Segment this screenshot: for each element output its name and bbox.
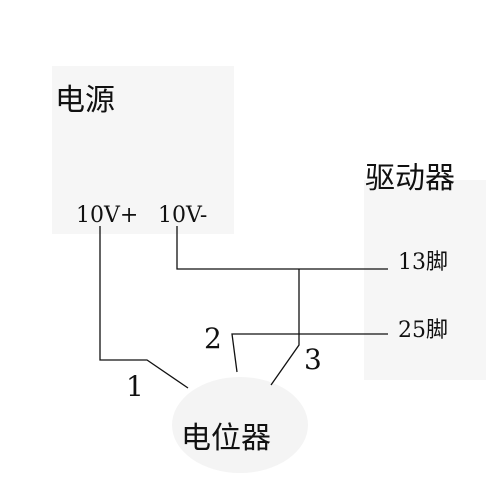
pot-pin-1-label: 1 — [126, 370, 144, 403]
driver-pin-13: 13脚 — [398, 250, 448, 275]
wire-10v-minus-to-pot-pin3 — [270, 269, 300, 386]
potentiometer-body — [172, 377, 308, 473]
wires — [99, 226, 388, 389]
power-pos-terminal: 10V+ — [76, 203, 138, 228]
power-supply-title: 电源 — [55, 83, 115, 118]
potentiometer-title: 电位器 — [181, 421, 271, 456]
wire-10v-plus-to-pot-pin1 — [99, 226, 189, 389]
driver-pin-25: 25脚 — [398, 318, 448, 343]
power-neg-terminal: 10V- — [158, 203, 207, 228]
wire-pot-pin2-to-pin25 — [231, 333, 388, 373]
pot-pin-2-label: 2 — [204, 322, 222, 355]
driver-block — [364, 180, 486, 380]
wire-10v-minus-to-pin13 — [176, 226, 388, 270]
power-supply-block — [52, 66, 234, 234]
pot-pin-3-label: 3 — [304, 343, 322, 376]
driver-title: 驱动器 — [365, 161, 455, 196]
